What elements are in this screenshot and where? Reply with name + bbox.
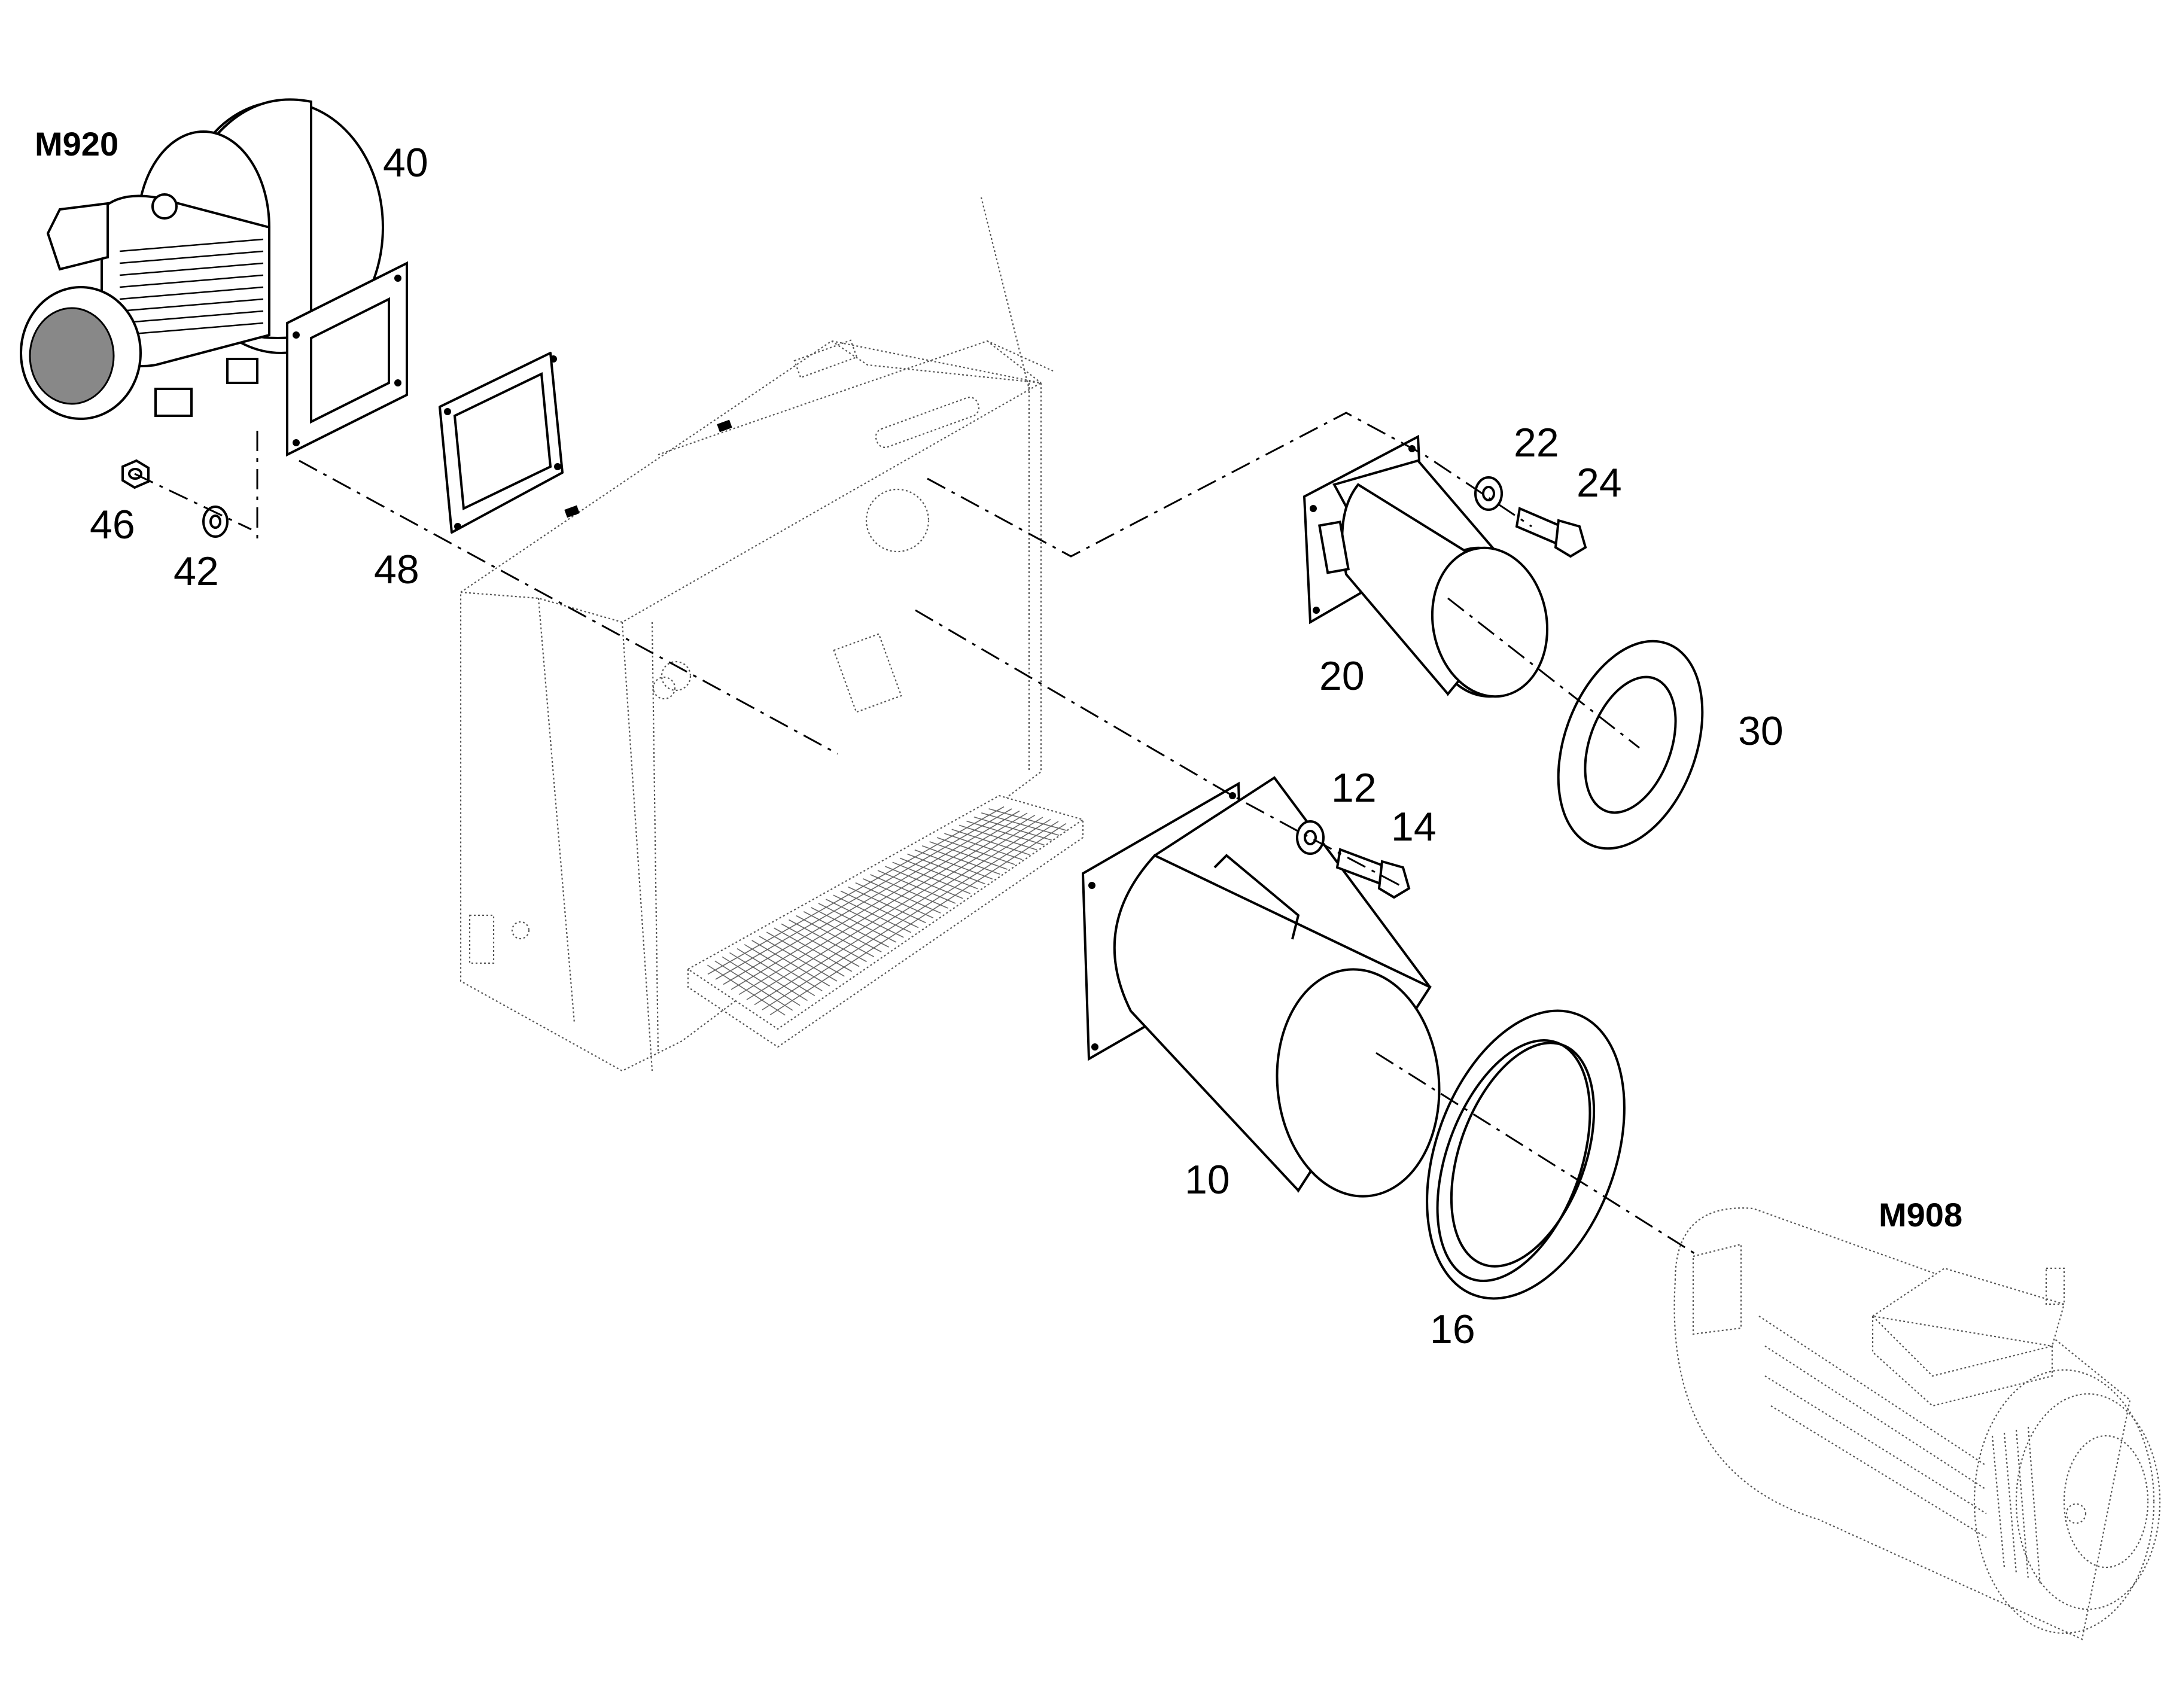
assembly-axes [134,412,1700,1258]
label-m908: M908 [1879,1196,1962,1234]
label-part-14: 14 [1391,804,1437,850]
mesh-line [731,812,1028,990]
label-part-42: 42 [174,549,219,594]
mesh-line [746,817,1043,1000]
label-part-16: 16 [1430,1307,1475,1352]
mesh-line [715,808,1012,980]
m908-fins [1991,1426,2041,1586]
label-part-10: 10 [1185,1157,1230,1202]
mesh-line [769,823,1067,1016]
label-part-22: 22 [1514,420,1559,465]
mesh-line [707,806,1005,975]
fan-grille [29,307,115,405]
filter-cartridge-10 [1081,776,1441,1198]
filter-cartridge-20 [1302,434,1549,698]
mesh-line [723,810,1020,985]
label-part-40: 40 [383,140,428,185]
mesh-line [762,821,1059,1010]
cooling-fins [119,238,264,336]
callout-labels: M920 40 48 46 42 22 24 20 30 12 14 10 16… [35,125,1962,1352]
washer-12 [1296,820,1325,855]
bolt-24 [1515,507,1587,558]
gasket-48 [439,352,564,534]
motor-m908 [1673,1207,2161,1640]
label-part-30: 30 [1738,708,1784,754]
label-m920: M920 [35,125,118,163]
seal-ring-16 [1426,1009,1626,1300]
seal-ring-30 [1557,640,1704,850]
label-part-24: 24 [1577,460,1622,506]
label-part-12: 12 [1331,765,1377,811]
washer-42 [202,506,229,538]
mesh-tray [686,794,1085,1048]
label-part-20: 20 [1319,653,1365,699]
mesh-line [754,818,1051,1006]
motor-m920 [20,98,408,457]
mesh-line [738,814,1036,995]
label-part-48: 48 [374,547,419,592]
label-part-46: 46 [90,502,135,547]
